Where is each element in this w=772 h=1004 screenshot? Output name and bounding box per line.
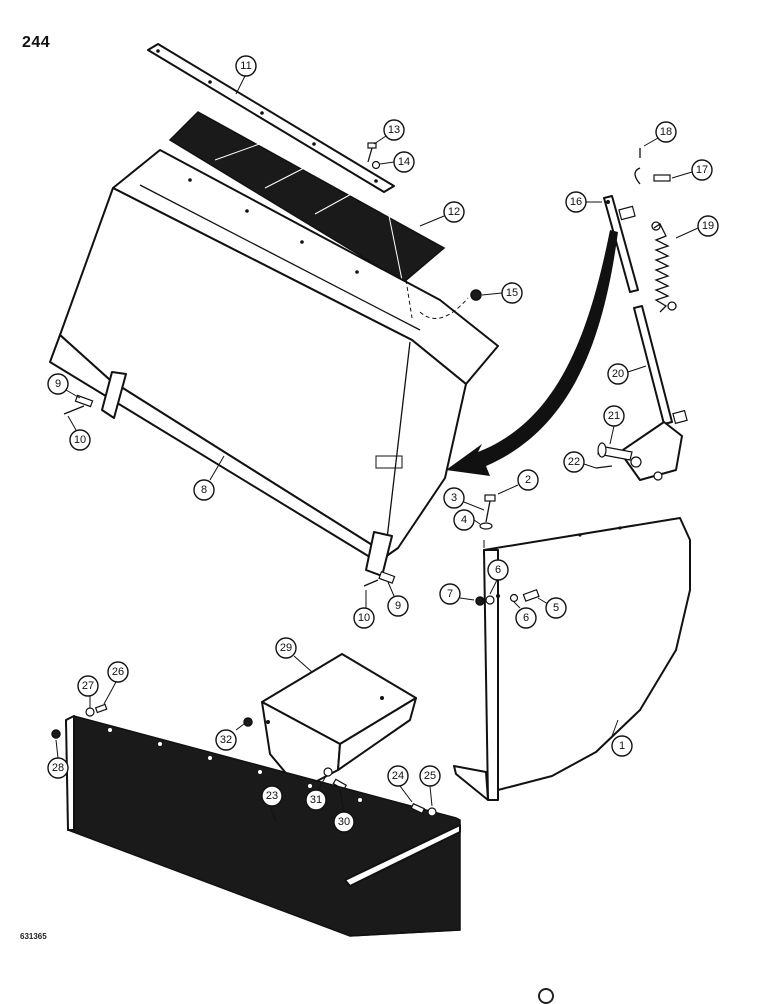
svg-text:25: 25 bbox=[424, 770, 436, 782]
callout-15: 15 bbox=[481, 282, 523, 304]
svg-text:5: 5 bbox=[553, 602, 559, 614]
callout-10a: 10 bbox=[67, 415, 91, 451]
assembly-arrow bbox=[446, 230, 618, 476]
part-16-rod bbox=[603, 195, 639, 293]
svg-text:3: 3 bbox=[451, 492, 457, 504]
svg-text:7: 7 bbox=[447, 588, 453, 600]
hardware-2-4 bbox=[479, 494, 496, 548]
hardware-right-hinge bbox=[363, 571, 396, 587]
svg-text:10: 10 bbox=[74, 434, 86, 446]
callout-6b: 6 bbox=[513, 601, 537, 629]
hardware-24-28 bbox=[51, 703, 437, 817]
callout-12: 12 bbox=[419, 201, 465, 227]
callout-17: 17 bbox=[671, 159, 713, 181]
callout-21: 21 bbox=[603, 405, 625, 445]
callout-5: 5 bbox=[537, 597, 567, 619]
svg-text:10: 10 bbox=[358, 612, 370, 624]
svg-text:24: 24 bbox=[392, 770, 404, 782]
svg-text:8: 8 bbox=[201, 484, 207, 496]
callout-6a: 6 bbox=[487, 559, 509, 595]
svg-text:1: 1 bbox=[619, 740, 625, 752]
svg-text:32: 32 bbox=[220, 734, 232, 746]
callout-29: 29 bbox=[275, 637, 313, 673]
callout-20: 20 bbox=[607, 363, 647, 385]
hardware-15 bbox=[405, 279, 482, 319]
callout-31: 31 bbox=[305, 775, 327, 811]
callout-3: 3 bbox=[443, 487, 485, 511]
svg-text:6: 6 bbox=[495, 564, 501, 576]
svg-text:16: 16 bbox=[570, 196, 582, 208]
callout-4: 4 bbox=[453, 509, 481, 531]
hardware-21-22 bbox=[595, 442, 633, 469]
svg-text:21: 21 bbox=[608, 410, 620, 422]
hardware-17-18 bbox=[634, 148, 671, 185]
svg-text:9: 9 bbox=[395, 600, 401, 612]
svg-text:29: 29 bbox=[280, 642, 292, 654]
callout-24: 24 bbox=[387, 765, 413, 803]
page-number: 244 bbox=[22, 34, 51, 51]
svg-text:19: 19 bbox=[702, 220, 714, 232]
callout-28: 28 bbox=[47, 739, 69, 779]
svg-text:6: 6 bbox=[523, 612, 529, 624]
svg-text:2: 2 bbox=[525, 474, 531, 486]
svg-text:30: 30 bbox=[338, 816, 350, 828]
callout-8: 8 bbox=[193, 455, 225, 501]
svg-text:20: 20 bbox=[612, 368, 624, 380]
callout-9a: 9 bbox=[47, 373, 81, 399]
svg-text:11: 11 bbox=[240, 60, 251, 72]
svg-text:18: 18 bbox=[660, 126, 672, 138]
svg-text:22: 22 bbox=[568, 456, 580, 468]
part-1-side-panel bbox=[453, 517, 691, 801]
svg-text:14: 14 bbox=[398, 156, 410, 168]
callout-32: 32 bbox=[215, 723, 245, 751]
callout-27: 27 bbox=[77, 675, 99, 708]
callout-9b: 9 bbox=[387, 581, 409, 617]
callout-11: 11 bbox=[235, 55, 257, 95]
part-19-spring bbox=[651, 221, 677, 313]
callout-7: 7 bbox=[439, 583, 475, 605]
callout-30: 30 bbox=[333, 789, 355, 833]
part-8-hood bbox=[49, 149, 499, 577]
callout-25: 25 bbox=[419, 765, 441, 807]
callout-18: 18 bbox=[643, 121, 677, 147]
part-11-strip bbox=[147, 43, 395, 193]
svg-text:31: 31 bbox=[310, 794, 322, 806]
hardware-13-14 bbox=[367, 142, 381, 170]
svg-text:12: 12 bbox=[448, 206, 460, 218]
callout-1: 1 bbox=[611, 719, 633, 757]
hardware-5-7 bbox=[475, 589, 540, 606]
callout-22: 22 bbox=[563, 451, 597, 473]
part-29-bracket bbox=[261, 653, 417, 791]
svg-text:13: 13 bbox=[388, 124, 400, 136]
svg-text:23: 23 bbox=[266, 790, 278, 802]
callout-26: 26 bbox=[103, 661, 129, 705]
callout-19: 19 bbox=[675, 215, 719, 239]
callout-10b: 10 bbox=[353, 590, 375, 629]
callout-16: 16 bbox=[565, 191, 602, 213]
callout-23: 23 bbox=[261, 785, 283, 823]
hardware-left-hinge bbox=[63, 394, 94, 415]
svg-text:15: 15 bbox=[506, 287, 518, 299]
svg-text:26: 26 bbox=[112, 666, 124, 678]
part-12-seal bbox=[168, 111, 446, 283]
callout-2: 2 bbox=[497, 469, 539, 495]
callout-14: 14 bbox=[379, 151, 415, 173]
svg-text:4: 4 bbox=[461, 514, 467, 526]
callout-13: 13 bbox=[373, 119, 405, 145]
page-binding-dot bbox=[538, 988, 554, 1004]
svg-text:9: 9 bbox=[55, 378, 61, 390]
hardware-30-32 bbox=[243, 717, 348, 791]
part-23-panel bbox=[65, 715, 461, 937]
svg-text:27: 27 bbox=[82, 680, 94, 692]
part-20-lever bbox=[619, 305, 688, 481]
svg-text:28: 28 bbox=[52, 762, 64, 774]
svg-text:17: 17 bbox=[696, 164, 708, 176]
drawing-code: 631365 bbox=[20, 932, 47, 941]
